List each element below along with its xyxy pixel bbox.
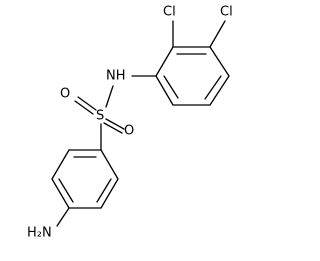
- oxygen-upper-label: O: [60, 87, 70, 102]
- ring-bond: [155, 46, 174, 77]
- sulfur-nitrogen-bond: [105, 85, 114, 108]
- chlorine-bond: [209, 20, 226, 48]
- ring-bond: [100, 149, 119, 180]
- ring-inner-double-bond: [204, 75, 222, 100]
- oxygen-lower-label: O: [124, 124, 134, 139]
- chlorine-upper-label: Cl: [163, 5, 176, 20]
- sulfur-label: S: [96, 109, 104, 124]
- ring-inner-double-bond: [163, 75, 179, 99]
- aminophenyl-ring: [51, 149, 119, 209]
- sulfur-oxygen-double-bond: [74, 100, 94, 115]
- chlorine-right-label: Cl: [220, 5, 233, 20]
- ring-bond: [209, 75, 230, 106]
- amine-label: H₂N: [27, 226, 52, 241]
- dichlorophenyl-ring: [155, 46, 230, 106]
- sulfur-oxygen-double-bond: [105, 118, 125, 130]
- ring-bond: [155, 75, 174, 106]
- ring-inner-double-bond: [96, 178, 112, 203]
- chemical-structure: H₂N S O O NH Cl Cl: [27, 5, 233, 241]
- ring-inner-double-bond: [58, 178, 74, 203]
- nh-label: NH: [106, 69, 126, 84]
- ring-bond: [100, 178, 119, 209]
- ring-bond: [51, 178, 70, 209]
- amine-bond: [56, 207, 70, 227]
- sulfur-oxygen-double-bond: [77, 96, 97, 111]
- ring-bond: [209, 46, 230, 77]
- ring-bond: [51, 149, 70, 180]
- sulfur-oxygen-double-bond: [103, 122, 123, 134]
